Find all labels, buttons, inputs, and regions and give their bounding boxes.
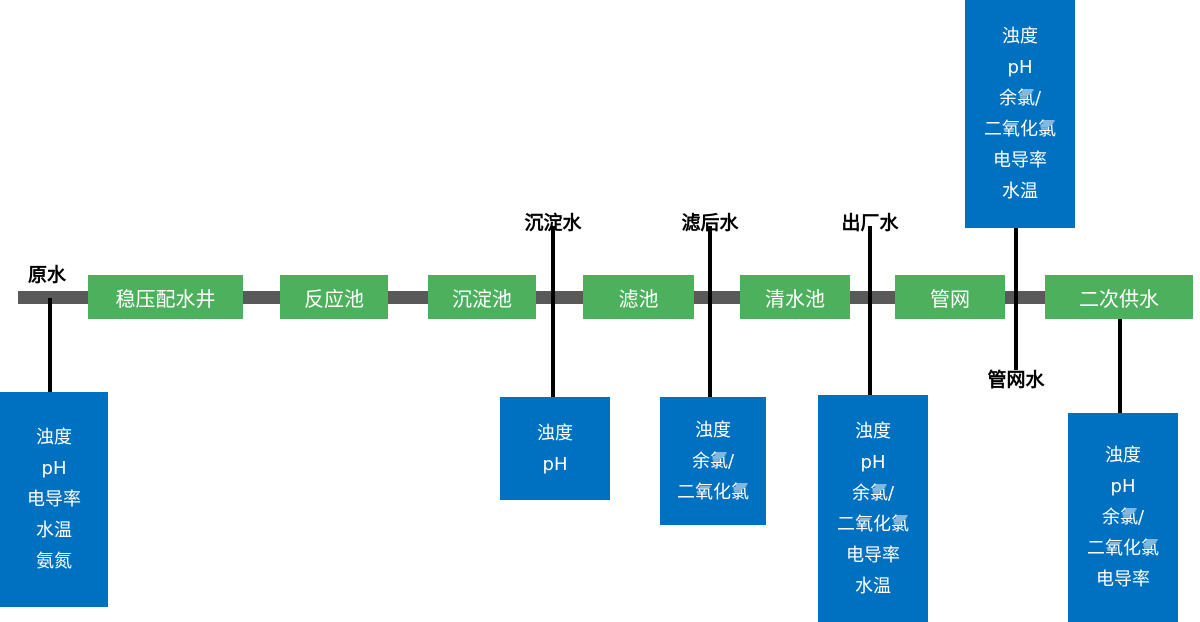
stage-box-sedimentation: 沉淀池 — [428, 275, 536, 319]
monitor-box-outlet-water: 浊度 pH 余氯/ 二氧化氯 电导率 水温 — [818, 395, 928, 622]
monitor-line: pH — [1007, 57, 1033, 78]
monitor-line: 余氯/ — [691, 450, 735, 472]
monitor-box-secondary-water: 浊度 pH 余氯/ 二氧化氯 电导率 — [1068, 413, 1178, 622]
monitor-line: 二氧化氯 — [677, 481, 749, 503]
monitor-line: 二氧化氯 — [1087, 538, 1159, 559]
monitor-line: 浊度 — [1105, 445, 1141, 466]
connector-secondary-water — [1118, 319, 1122, 413]
monitor-line: 二氧化氯 — [984, 119, 1056, 140]
monitor-line: pH — [1110, 476, 1136, 497]
connector-outlet-water — [868, 226, 872, 395]
monitor-line: 水温 — [855, 575, 891, 597]
monitor-line: 浊度 — [1002, 26, 1038, 47]
label-outlet-water: 出厂水 — [841, 212, 899, 234]
monitor-line: 余氯/ — [851, 482, 895, 504]
monitor-line: pH — [542, 453, 568, 475]
label-raw-water: 原水 — [28, 264, 67, 286]
monitor-line: 浊度 — [855, 420, 891, 442]
stage-box-reaction-tank: 反应池 — [280, 275, 388, 319]
connector-network-water — [1014, 228, 1018, 370]
stage-box-pressure-well: 稳压配水井 — [88, 275, 243, 319]
monitor-line: pH — [41, 458, 67, 479]
connector-raw-water — [48, 298, 52, 392]
monitor-line: pH — [860, 451, 886, 473]
connector-settled-water — [551, 226, 555, 397]
monitor-line: 余氯/ — [998, 88, 1042, 109]
monitor-box-network-water: 浊度 pH 余氯/ 二氧化氯 电导率 水温 — [965, 0, 1075, 228]
monitor-line: 电导率 — [1096, 569, 1150, 590]
label-settled-water: 沉淀水 — [524, 212, 582, 234]
monitor-line: 水温 — [1002, 181, 1038, 202]
monitor-box-settled-water: 浊度 pH — [500, 397, 610, 500]
label-filtered-water: 滤后水 — [681, 212, 739, 234]
monitor-box-raw-water: 浊度 pH 电导率 水温 氨氮 — [0, 392, 108, 607]
stage-box-pipe-network: 管网 — [895, 275, 1005, 319]
monitor-line: 二氧化氯 — [837, 513, 909, 535]
label-network-water: 管网水 — [987, 369, 1045, 391]
stage-box-secondary-supply: 二次供水 — [1045, 275, 1193, 319]
stage-box-clear-water-tank: 清水池 — [740, 275, 850, 319]
monitor-line: 浊度 — [36, 427, 72, 448]
monitor-line: 氨氮 — [36, 551, 72, 572]
stage-box-filter: 滤池 — [583, 275, 694, 319]
monitor-box-filtered-water: 浊度 余氯/ 二氧化氯 — [660, 397, 766, 525]
monitor-line: 余氯/ — [1101, 507, 1145, 528]
connector-filtered-water — [708, 226, 712, 397]
monitor-line: 电导率 — [846, 544, 900, 566]
monitor-line: 浊度 — [537, 422, 573, 444]
monitor-line: 电导率 — [27, 489, 81, 510]
monitor-line: 浊度 — [695, 419, 731, 441]
monitor-line: 水温 — [36, 520, 72, 541]
monitor-line: 电导率 — [993, 150, 1047, 171]
